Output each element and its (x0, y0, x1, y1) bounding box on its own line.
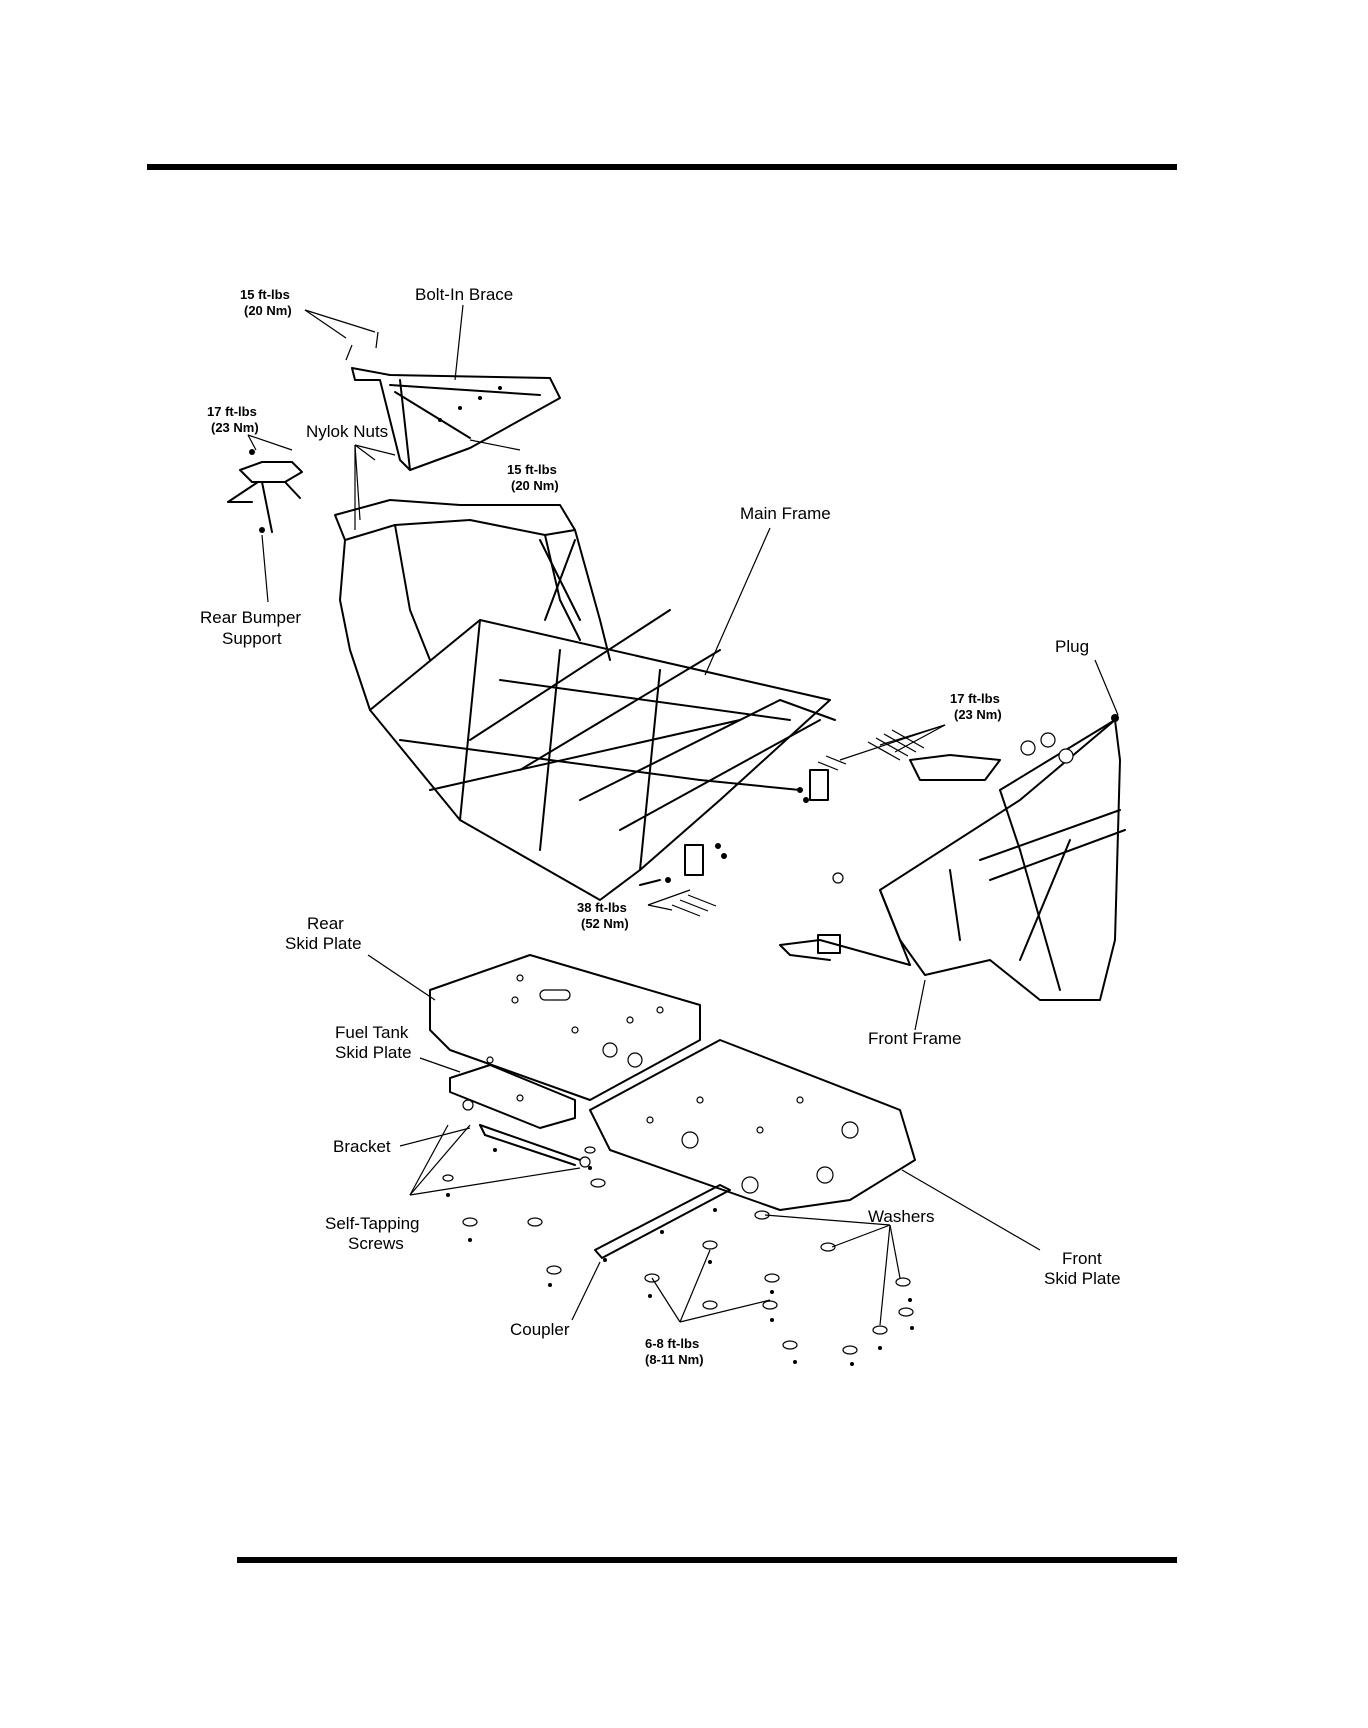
torque-skid-plate-screws-line2: (8-11 Nm) (645, 1352, 704, 1367)
torque-bumper-support-line2: (23 Nm) (211, 420, 259, 435)
label-rear-skid-plate-line1: Rear (307, 914, 344, 933)
label-bracket: Bracket (333, 1137, 391, 1156)
label-self-tapping-screws-line2: Screws (348, 1234, 404, 1253)
label-self-tapping-screws-line1: Self-Tapping (325, 1214, 420, 1233)
label-fuel-tank-skid-plate-line2: Skid Plate (335, 1043, 412, 1062)
label-nylok-nuts: Nylok Nuts (306, 422, 388, 441)
label-front-skid-plate-line1: Front (1062, 1249, 1102, 1268)
label-coupler: Coupler (510, 1320, 570, 1339)
label-fuel-tank-skid-plate-line1: Fuel Tank (335, 1023, 409, 1042)
label-rear-bumper-support-line2: Support (222, 629, 282, 648)
label-rear-skid-plate-line2: Skid Plate (285, 934, 362, 953)
label-bolt-in-brace: Bolt-In Brace (415, 285, 513, 304)
label-front-skid-plate-line2: Skid Plate (1044, 1269, 1121, 1288)
label-washers: Washers (868, 1207, 934, 1226)
label-main-frame: Main Frame (740, 504, 831, 523)
rear-skid-plate (430, 955, 700, 1100)
torque-front-frame-bolts-line1: 17 ft-lbs (950, 691, 1000, 706)
rear-bumper-support (228, 449, 302, 533)
leader-lines (248, 305, 1118, 1325)
torque-main-frame-bolts-line1: 38 ft-lbs (577, 900, 627, 915)
main-frame-bolts (665, 730, 924, 916)
torque-main-frame-bolts-line2: (52 Nm) (581, 916, 629, 931)
torque-front-frame-bolts-line2: (23 Nm) (954, 707, 1002, 722)
torque-brace-nylok-line1: 15 ft-lbs (507, 462, 557, 477)
main-frame (335, 500, 835, 900)
torque-bumper-support-line1: 17 ft-lbs (207, 404, 257, 419)
label-rear-bumper-support-line1: Rear Bumper (200, 608, 301, 627)
bolt-in-brace (346, 332, 560, 470)
torque-brace-top-line2: (20 Nm) (244, 303, 292, 318)
torque-brace-top-line1: 15 ft-lbs (240, 287, 290, 302)
fuel-tank-skid-plate (450, 1065, 575, 1128)
front-frame (780, 714, 1125, 1000)
label-plug: Plug (1055, 637, 1089, 656)
bracket (463, 1100, 590, 1167)
label-front-frame: Front Frame (868, 1029, 962, 1048)
torque-brace-nylok-line2: (20 Nm) (511, 478, 559, 493)
torque-skid-plate-screws-line1: 6-8 ft-lbs (645, 1336, 699, 1351)
